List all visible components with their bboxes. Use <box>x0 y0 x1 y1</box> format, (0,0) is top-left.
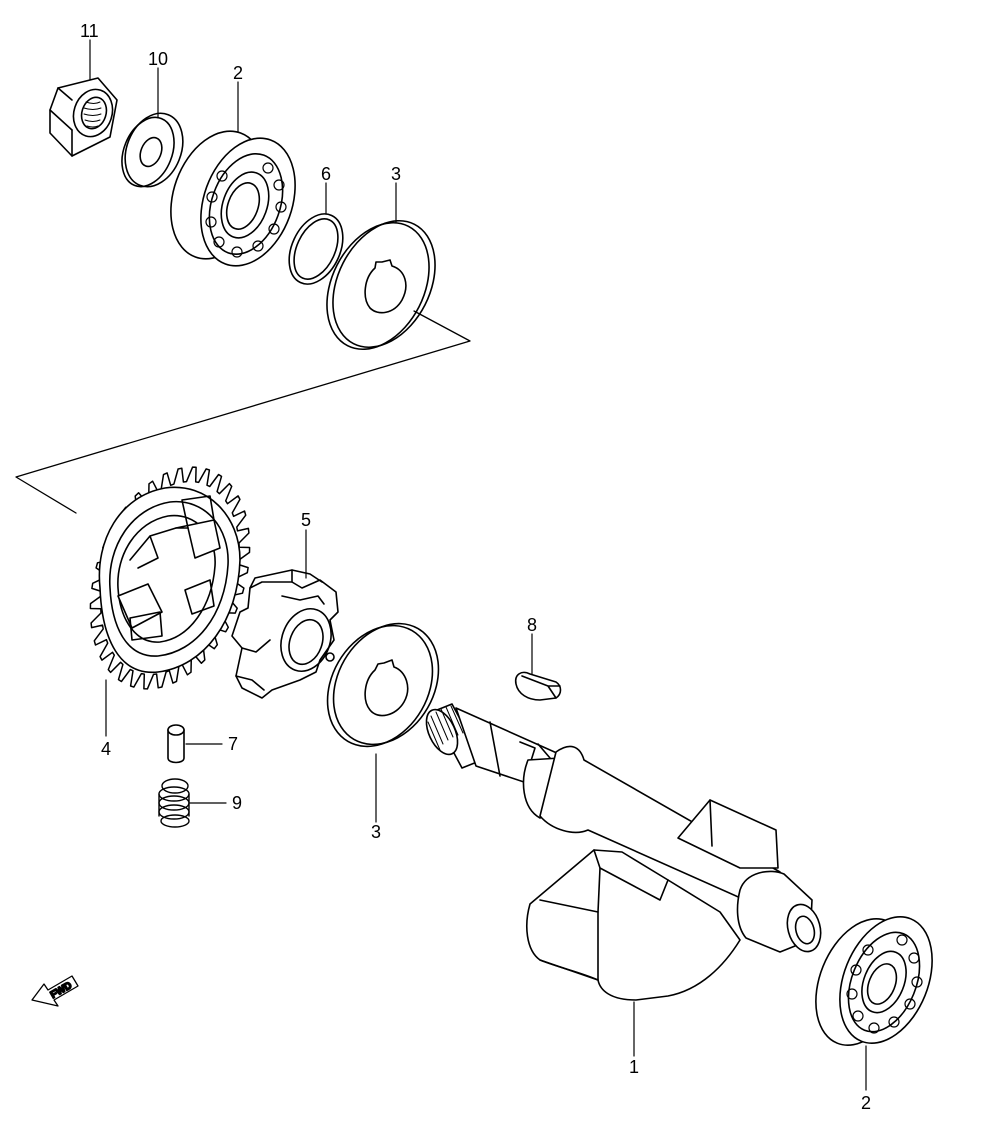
callout-5: 5 <box>301 510 311 530</box>
fwd-label: FWD <box>49 980 74 1001</box>
part-7-pin <box>168 725 184 763</box>
arrow-left-icon <box>32 976 78 1006</box>
leader-lines <box>90 40 866 1090</box>
part-2-bearing-top <box>154 118 312 279</box>
part-5-collar <box>232 570 339 698</box>
callout-2-top: 2 <box>233 63 243 83</box>
part-8-key <box>516 672 561 700</box>
callout-10: 10 <box>148 49 168 69</box>
part-11-nut <box>50 78 118 156</box>
part-10-washer <box>112 105 193 196</box>
part-3-washer-top <box>307 203 456 366</box>
callout-1: 1 <box>629 1057 639 1077</box>
part-9-spring <box>159 779 189 827</box>
callout-labels: 11 10 2 6 3 5 8 4 7 9 3 1 2 <box>80 21 871 1113</box>
callout-9: 9 <box>232 793 242 813</box>
callout-6: 6 <box>321 164 331 184</box>
callout-7: 7 <box>228 734 238 754</box>
callout-2-bottom: 2 <box>861 1093 871 1113</box>
part-3-washer-mid <box>306 605 459 766</box>
callout-3-top: 3 <box>391 164 401 184</box>
fwd-direction-marker: FWD <box>32 976 78 1006</box>
part-4-gear <box>90 467 249 689</box>
part-6-ring <box>279 205 354 292</box>
callout-8: 8 <box>527 615 537 635</box>
part-2-bearing-bottom <box>798 903 949 1059</box>
callout-11: 11 <box>80 21 99 41</box>
part-1-shaft <box>420 704 826 1000</box>
callout-4: 4 <box>101 739 111 759</box>
callout-3-mid: 3 <box>371 822 381 842</box>
assembly-guide-line <box>16 311 470 513</box>
